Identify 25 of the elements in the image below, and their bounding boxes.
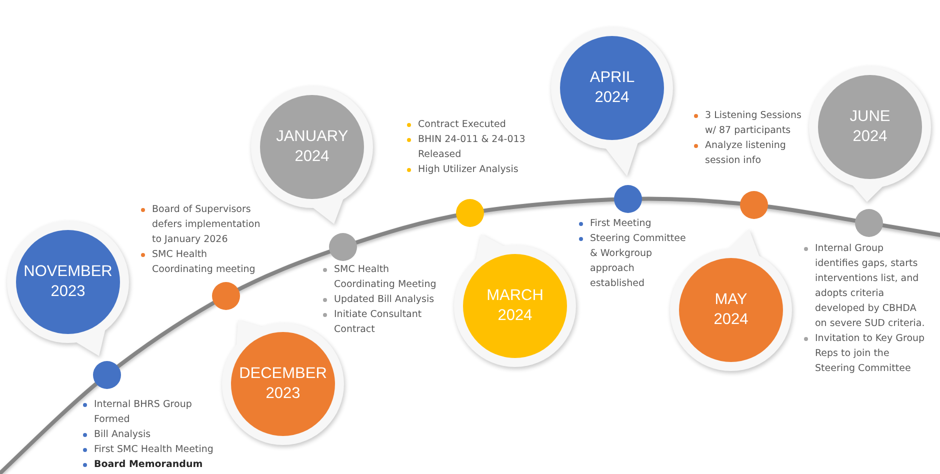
month-label: MAY 2024 bbox=[714, 290, 748, 330]
month-label: JANUARY 2024 bbox=[276, 127, 348, 167]
bullet-text: SMC Health Coordinating Meeting bbox=[334, 263, 438, 292]
bullet-text: Board of Supervisors defers implementation to January 2026 bbox=[152, 203, 262, 247]
month-label: DECEMBER 2023 bbox=[239, 364, 327, 404]
bullet-text: SMC Health Coordinating meeting bbox=[152, 248, 256, 277]
bullet-text: Contract Executed bbox=[418, 118, 506, 132]
month-label: APRIL 2024 bbox=[590, 68, 634, 108]
bullet-text: Invitation to Key Group Reps to join the Steering Committee bbox=[815, 332, 926, 376]
bullet-text: BHIN 24-011 & 24-013 Released bbox=[418, 133, 526, 162]
bullet-text: Steering Committee & Workgroup approach established bbox=[590, 232, 687, 291]
month-label: JUNE 2024 bbox=[850, 107, 890, 147]
bullet-text: 3 Listening Sessions w/ 87 participants bbox=[705, 109, 802, 138]
bullet-text: First SMC Health Meeting bbox=[94, 443, 214, 457]
month-label: MARCH 2024 bbox=[486, 286, 544, 326]
bullet-text: First Meeting bbox=[590, 217, 652, 231]
bullet-text: Internal BHRS Group Formed bbox=[94, 398, 193, 427]
bullet-text: Internal Group identifies gaps, starts interventions list, and adopts criteria developed by CBHDA on severe SUD criteria. bbox=[815, 242, 926, 331]
month-label: NOVEMBER 2023 bbox=[24, 262, 112, 302]
bullet-text: Board Memorandum bbox=[94, 458, 203, 472]
bullet-text: Updated Bill Analysis bbox=[334, 293, 434, 307]
bullet-text: Initiate Consultant Contract bbox=[334, 308, 423, 337]
bullet-text: Bill Analysis bbox=[94, 428, 151, 442]
bullet-text: Analyze listening session info bbox=[705, 139, 787, 168]
bullet-text: High Utilizer Analysis bbox=[418, 163, 518, 177]
